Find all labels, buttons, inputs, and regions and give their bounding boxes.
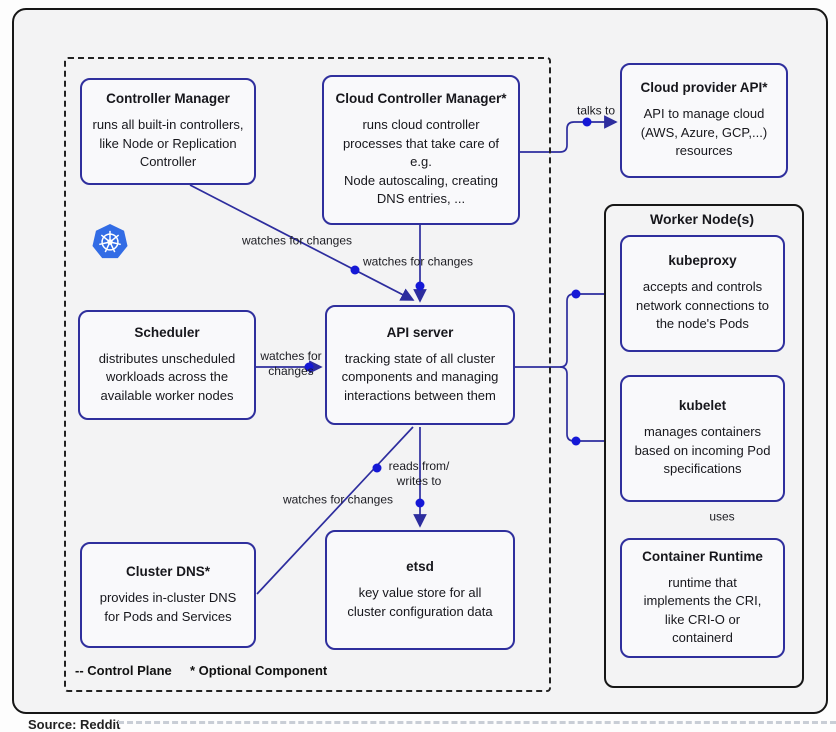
node-cloud-provider-api: Cloud provider API* API to manage cloud …	[620, 63, 788, 178]
node-cluster-dns: Cluster DNS* provides in-cluster DNS for…	[80, 542, 256, 648]
node-etsd: etsd key value store for all cluster con…	[325, 530, 515, 650]
edge-label-watches-cm: watches for changes	[241, 233, 353, 248]
edge-label-watches-scheduler: watches for changes	[260, 349, 322, 378]
node-body: runtime that implements the CRI, like CR…	[643, 574, 762, 645]
node-cloud-controller-manager: Cloud Controller Manager* runs cloud con…	[322, 75, 520, 225]
legend-control-plane: -- Control Plane	[75, 663, 172, 678]
node-body: provides in-cluster DNS for Pods and Ser…	[99, 590, 237, 624]
edge-label-talks-to: talks to	[576, 103, 616, 118]
kubernetes-logo-icon	[92, 224, 128, 259]
node-scheduler: Scheduler distributes unscheduled worklo…	[78, 310, 256, 420]
edge-label-watches-ccm: watches for changes	[362, 254, 474, 269]
node-body: manages containers based on incoming Pod…	[634, 424, 771, 477]
node-body: runs cloud controller processes that tak…	[342, 117, 500, 207]
node-body: distributes unscheduled workloads across…	[98, 350, 236, 403]
node-title: Container Runtime	[642, 548, 763, 564]
node-body: key value store for all cluster configur…	[347, 585, 493, 619]
control-plane-boundary	[64, 57, 551, 692]
node-body: API to manage cloud (AWS, Azure, GCP,...…	[640, 106, 768, 159]
node-api-server: API server tracking state of all cluster…	[325, 305, 515, 425]
node-title: Controller Manager	[106, 91, 230, 107]
node-title: kubelet	[678, 398, 727, 414]
node-title: kubeproxy	[668, 253, 737, 269]
legend-optional-component: * Optional Component	[190, 663, 328, 678]
node-title: Cloud provider API*	[640, 80, 768, 96]
node-body: accepts and controls network connections…	[636, 279, 769, 332]
node-title: Cluster DNS*	[125, 564, 211, 580]
node-controller-manager: Controller Manager runs all built-in con…	[80, 78, 256, 185]
node-container-runtime: Container Runtime runtime that implement…	[620, 538, 785, 658]
edge-label-uses: uses	[709, 509, 735, 524]
edge-label-watches-dns: watches for changes	[282, 492, 394, 507]
source-caption: Source: Reddit	[28, 717, 121, 732]
node-body: runs all built-in controllers, like Node…	[92, 117, 244, 170]
node-title: Scheduler	[134, 324, 200, 340]
worker-node-title: Worker Node(s)	[650, 211, 754, 227]
node-title: API server	[386, 324, 454, 340]
node-kubeproxy: kubeproxy accepts and controls network c…	[620, 235, 785, 352]
node-title: Cloud Controller Manager*	[335, 91, 507, 107]
node-body: tracking state of all cluster components…	[341, 350, 499, 403]
edge-label-reads-writes: reads from/ writes to	[388, 459, 450, 488]
node-kubelet: kubelet manages containers based on inco…	[620, 375, 785, 502]
node-title: etsd	[406, 559, 434, 575]
caption-dashed-line	[118, 721, 836, 724]
